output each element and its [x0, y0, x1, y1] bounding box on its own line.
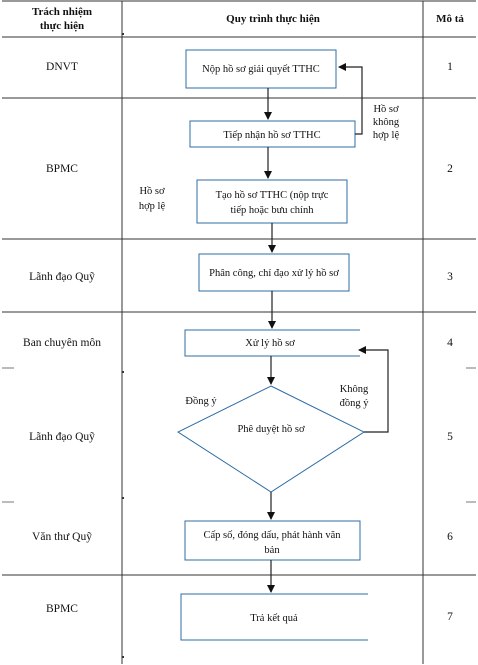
step-process-box — [184, 329, 360, 357]
role-row-5: Lãnh đạo Quỹ — [29, 431, 95, 443]
header-role-line1: Trách nhiệm — [32, 6, 92, 18]
step-receive-label: Tiếp nhận hồ sơ TTHC — [223, 130, 320, 141]
step-submit-box — [185, 49, 337, 89]
note-agree: Đồng ý — [185, 396, 217, 407]
step-approve-label: Phê duyệt hồ sơ — [237, 424, 305, 435]
note-invalid-1: Hồ sơ — [373, 104, 399, 115]
desc-num-6: 6 — [447, 531, 453, 543]
desc-num-1: 1 — [447, 61, 453, 73]
step-issue-label-1: Cấp số, đóng dấu, phát hành văn — [203, 530, 341, 541]
arrow-disagree-loop — [358, 346, 389, 433]
role-row-4: Ban chuyên môn — [23, 337, 101, 349]
role-row-3: Lãnh đạo Quỹ — [29, 271, 95, 283]
step-receive-box — [189, 120, 356, 148]
role-row-6: Văn thư Quỹ — [32, 531, 92, 543]
note-valid-2: hợp lệ — [139, 201, 166, 212]
step-process-label: Xử lý hồ sơ — [245, 338, 295, 349]
role-row-7: BPMC — [46, 603, 78, 615]
step-result-box — [180, 593, 368, 641]
note-disagree-2: đồng ý — [340, 398, 370, 409]
header-process: Quy trình thực hiện — [226, 13, 320, 25]
step-create-label-1: Tạo hồ sơ TTHC (nộp trực — [216, 190, 329, 201]
header-role-line2: thực hiện — [40, 20, 84, 32]
tick-marks — [122, 33, 124, 658]
note-invalid-3: hợp lệ — [373, 130, 400, 141]
step-submit-label: Nộp hồ sơ giải quyết TTHC — [202, 64, 320, 75]
desc-num-7: 7 — [447, 611, 453, 623]
desc-num-3: 3 — [447, 271, 453, 283]
step-assign-box — [198, 253, 350, 292]
step-create-label-2: tiếp hoặc bưu chính — [231, 205, 315, 216]
desc-num-2: 2 — [447, 163, 453, 175]
step-result-label: Trả kết quả — [250, 613, 298, 624]
step-create-box — [196, 179, 348, 224]
arrow-invalid-loop — [338, 63, 363, 135]
desc-num-5: 5 — [447, 431, 453, 443]
role-row-1: DNVT — [46, 61, 78, 73]
note-invalid-2: không — [373, 117, 400, 128]
desc-num-4: 4 — [447, 337, 453, 349]
note-valid-1: Hồ sơ — [139, 186, 165, 197]
row-dividers-partial — [2, 367, 476, 503]
step-assign-label: Phân công, chỉ đạo xử lý hồ sơ — [209, 268, 339, 279]
note-disagree-1: Không — [340, 384, 369, 395]
header-description: Mô tả — [436, 13, 464, 25]
step-issue-label-2: bản — [264, 545, 280, 556]
step-issue-box — [184, 520, 361, 561]
role-row-2: BPMC — [46, 163, 78, 175]
